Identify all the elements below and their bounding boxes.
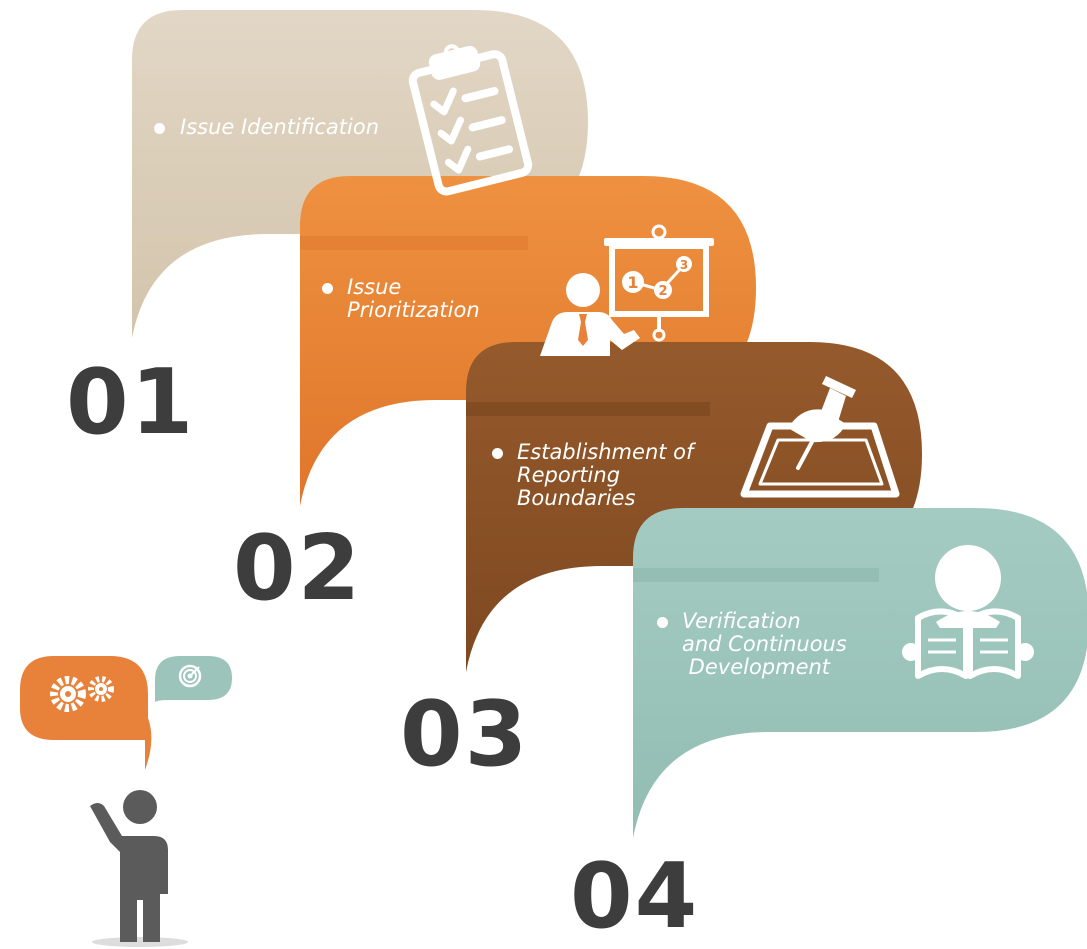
target-icon	[178, 664, 202, 688]
person-thinking-icon	[90, 790, 188, 947]
step-1-label-line: Issue Identification	[180, 115, 380, 139]
target-bubble	[155, 656, 232, 702]
step-2-label: Issue Prioritization	[322, 275, 480, 322]
step-2-bullet	[322, 283, 333, 294]
step-2-number: 02	[233, 516, 363, 621]
step-4-label-line: Verification	[682, 609, 801, 633]
step-4-label-line: and Continuous	[682, 632, 847, 656]
step-4-bullet	[657, 617, 668, 628]
step-1-bullet	[154, 123, 165, 134]
gears-bubble	[20, 656, 152, 770]
step-3-bullet	[492, 448, 503, 459]
step-1-label: Issue Identification	[154, 115, 380, 139]
step-3-number: 03	[400, 682, 530, 787]
pushpin-map-icon	[740, 376, 900, 498]
step-4-number: 04	[570, 844, 700, 949]
presenter-board-icon: 1 2 3	[540, 224, 714, 356]
gears-icon	[50, 676, 114, 712]
step-3-label-line: Reporting	[517, 463, 621, 487]
svg-text:2: 2	[658, 284, 667, 299]
step-3-label-line: Establishment of	[517, 440, 694, 464]
step-1-number: 01	[66, 350, 196, 455]
person-reading-book-icon	[902, 545, 1034, 679]
svg-text:1: 1	[627, 273, 638, 292]
step-4-label: Verification and Continuous Development	[657, 609, 847, 679]
step-2-label-line: Issue	[347, 275, 402, 299]
step-4-label-line: Development	[682, 655, 831, 679]
step-3-label-line: Boundaries	[517, 486, 636, 510]
step-2-label-line: Prioritization	[347, 298, 480, 322]
step-1-bubble	[132, 10, 588, 338]
svg-text:3: 3	[680, 258, 688, 272]
clipboard-checklist-icon	[408, 44, 533, 196]
step-3-label: Establishment of Reporting Boundaries	[492, 440, 694, 510]
step-2-bubble	[300, 176, 756, 506]
